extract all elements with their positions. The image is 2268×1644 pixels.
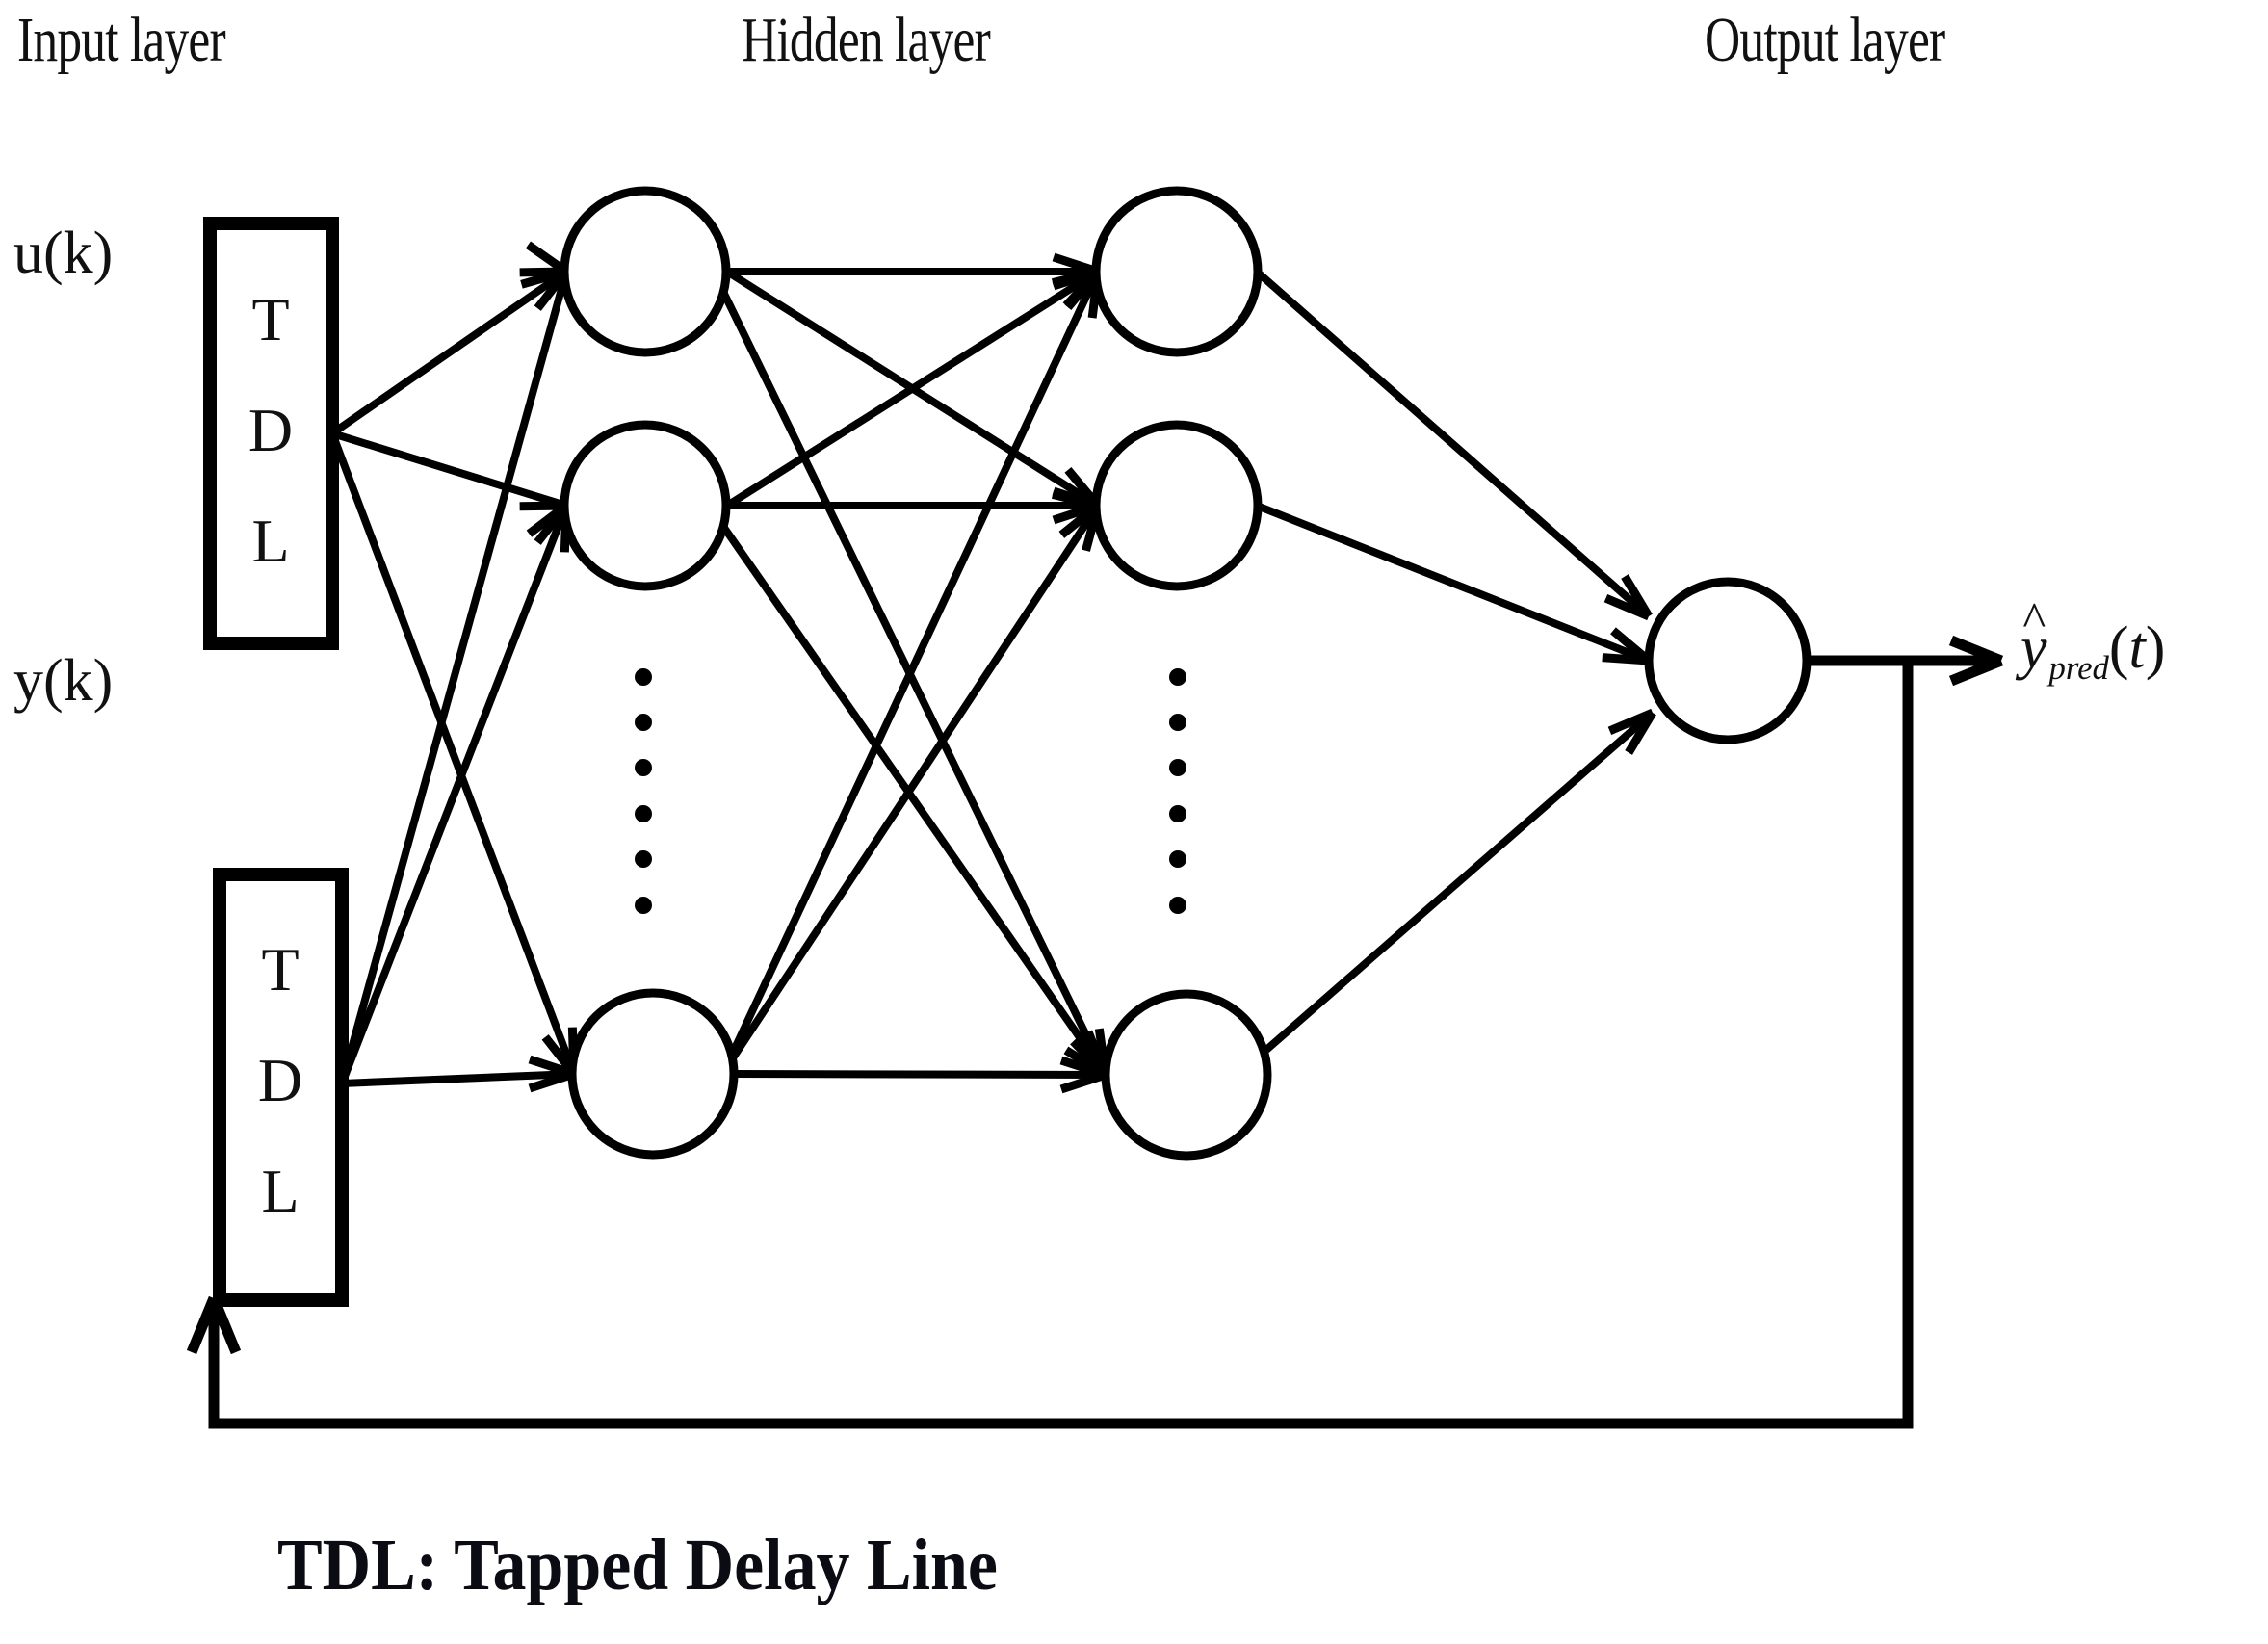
tdl-y-letter-l: L xyxy=(261,1157,300,1225)
neuron-hidden1-3 xyxy=(567,988,739,1160)
neuron-output xyxy=(1644,577,1812,744)
layer-title-hidden: Hidden layer xyxy=(742,5,991,75)
feedback-path xyxy=(208,661,1914,1429)
tdl-u-letter-t: T xyxy=(251,285,290,353)
neuron-hidden1-1 xyxy=(560,186,731,357)
edges-hidden1-to-hidden2 xyxy=(720,268,1109,1079)
edges-hidden2-to-output xyxy=(1254,268,1655,1054)
layer-title-output: Output layer xyxy=(1705,5,1945,75)
tdl-box-y xyxy=(213,868,349,1307)
close-paren: ) xyxy=(2145,615,2166,681)
tdl-y-letter-d: D xyxy=(257,1046,303,1114)
ellipsis-hidden2 xyxy=(1169,668,1186,914)
open-paren: ( xyxy=(2108,615,2129,681)
ellipsis-hidden1 xyxy=(635,668,652,914)
tdl-u-letter-d: D xyxy=(248,396,294,464)
feedback-arrowhead xyxy=(186,1295,242,1355)
neuron-hidden2-3 xyxy=(1101,989,1272,1161)
output-arrowhead xyxy=(1948,635,2004,687)
neuron-hidden1-2 xyxy=(560,420,731,591)
arrowheads-hidden2 xyxy=(1053,257,1118,1089)
output-argument: t xyxy=(2128,615,2146,681)
neuron-hidden2-1 xyxy=(1091,186,1263,357)
neuron-hidden2-2 xyxy=(1091,420,1263,591)
output-subscript: pred xyxy=(2048,648,2109,687)
tdl-box-u xyxy=(203,217,339,650)
input-label-u: u(k) xyxy=(13,221,114,286)
neuron-circles xyxy=(560,186,1812,1161)
tdl-u-letter-l: L xyxy=(251,507,290,575)
input-label-y: y(k) xyxy=(13,648,114,714)
edges-input-to-hidden1 xyxy=(328,268,578,1087)
hat-accent: ^ xyxy=(2022,591,2046,646)
output-formula: ^ypred(t) xyxy=(2020,594,2166,688)
legend-caption: TDL: Tapped Delay Line xyxy=(277,1525,998,1605)
output-symbol: y xyxy=(2020,615,2047,681)
tdl-y-letter-t: T xyxy=(261,935,300,1004)
layer-title-input: Input layer xyxy=(17,5,226,75)
output-yhat: ^y xyxy=(2020,594,2049,681)
